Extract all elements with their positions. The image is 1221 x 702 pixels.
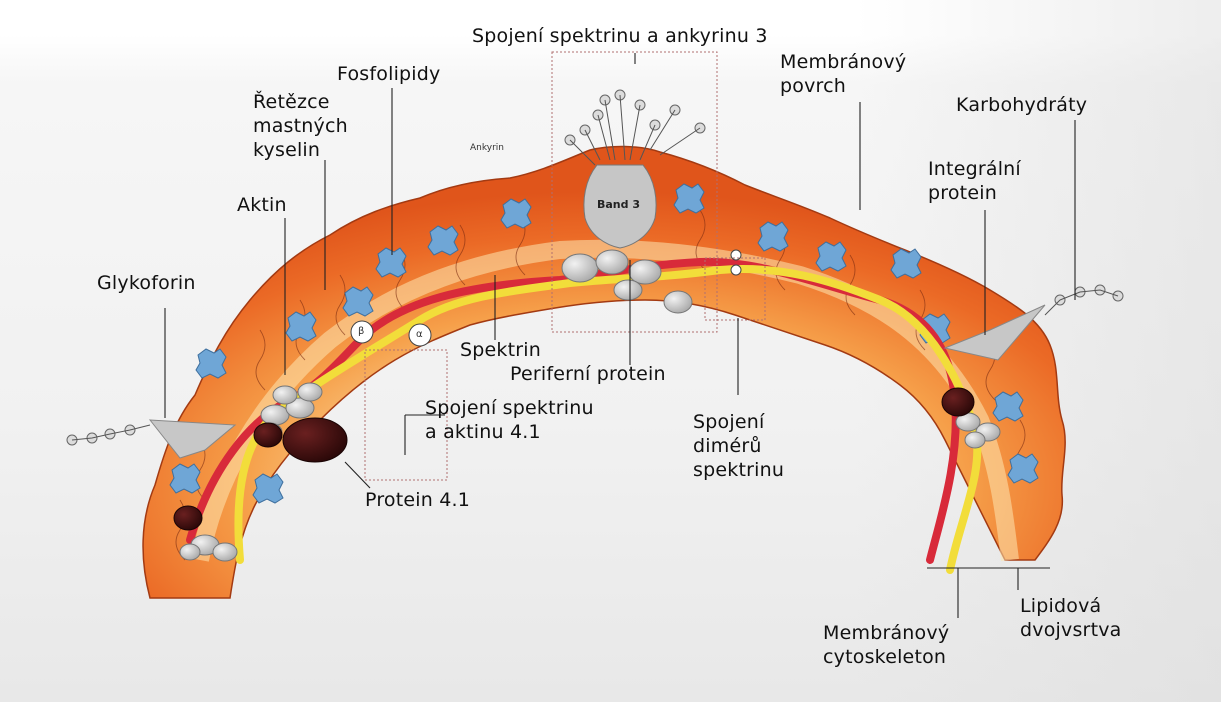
label-periferni-protein: Periferní protein	[510, 362, 666, 386]
label-retezce: Řetězce mastných kyselin	[253, 90, 348, 162]
label-alpha: α	[416, 329, 423, 340]
label-band3: Band 3	[597, 198, 640, 211]
label-protein-41: Protein 4.1	[365, 488, 470, 512]
label-spojeni-spektrinu-aktinu: Spojení spektrinu a aktinu 4.1	[425, 396, 594, 444]
label-spojeni-dimeru: Spojení dimérů spektrinu	[693, 410, 784, 482]
label-integralni-protein: Integrální protein	[928, 157, 1021, 205]
label-membranovy-povrch: Membránový povrch	[780, 50, 906, 98]
label-fosfolipidy: Fosfolipidy	[337, 62, 441, 86]
label-spojeni-spektrinu-ankyrinu: Spojení spektrinu a ankyrinu 3	[472, 24, 768, 48]
label-ankyrin: Ankyrin	[470, 143, 504, 153]
dimer-joint-1	[731, 250, 741, 260]
label-glykoforin: Glykoforin	[97, 271, 196, 295]
label-spektrin: Spektrin	[460, 338, 541, 362]
label-karbohydraty: Karbohydráty	[956, 93, 1087, 117]
dimer-joint-2	[731, 265, 741, 275]
label-aktin: Aktin	[237, 193, 287, 217]
label-beta: β	[358, 326, 364, 337]
label-lipidova-dvojvrstva: Lipidová dvojvsrtva	[1020, 594, 1122, 642]
label-membranovy-cytoskeleton: Membránový cytoskeleton	[823, 621, 949, 669]
